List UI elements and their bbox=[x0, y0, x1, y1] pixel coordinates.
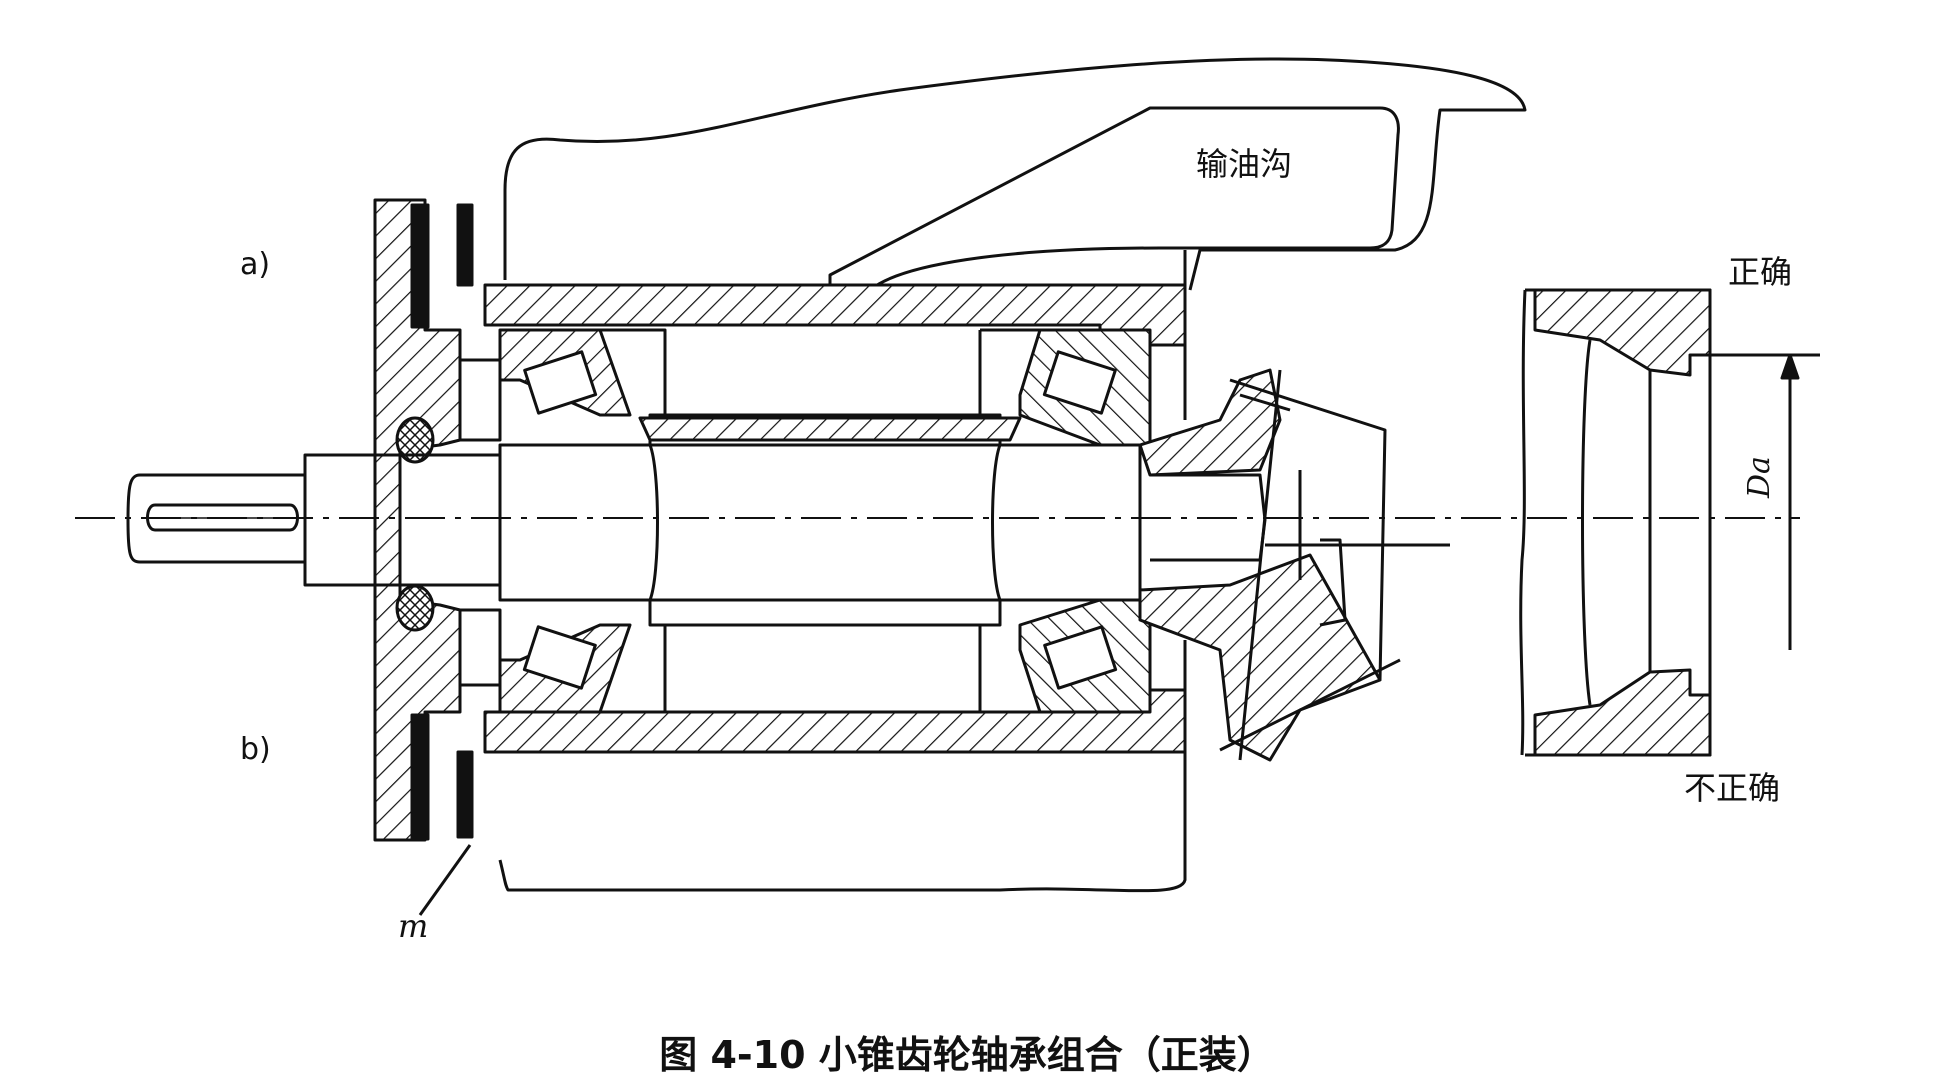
housing-outline-top bbox=[503, 57, 1527, 291]
cover-spacer-bottom bbox=[460, 608, 502, 687]
cover-spacer-top bbox=[460, 358, 502, 442]
cup-detail-bottom bbox=[1533, 668, 1712, 757]
shaft-end-top bbox=[140, 453, 500, 477]
bearing-roller-rb bbox=[1043, 625, 1118, 690]
label-incorrect: 不正确 bbox=[1684, 769, 1781, 807]
label-mark-m: m bbox=[398, 907, 429, 945]
bearing-seat-left bbox=[600, 328, 667, 714]
spacer-sleeve bbox=[638, 416, 1022, 442]
gear-pitch-line-bottom bbox=[1219, 658, 1401, 752]
felt-seal-top bbox=[395, 416, 435, 464]
seal-gasket-top bbox=[410, 203, 430, 329]
bearing-roller-rt bbox=[1042, 350, 1117, 415]
gear-pitch-line-top bbox=[1239, 393, 1291, 412]
shaft-keyway bbox=[146, 503, 299, 532]
cup-inner-cone bbox=[1581, 339, 1652, 706]
pinion-gear bbox=[1138, 368, 1282, 477]
main-shaft bbox=[498, 443, 1142, 602]
felt-seal-bottom bbox=[395, 584, 435, 632]
shaft-center-detail bbox=[648, 444, 1002, 601]
dim-arrow-da bbox=[1780, 353, 1800, 380]
label-variant-b: b) bbox=[240, 732, 271, 767]
seal-gasket-bottom-2 bbox=[456, 750, 474, 839]
cup-wall-left bbox=[1519, 289, 1527, 756]
gear-hub bbox=[1150, 473, 1267, 562]
cup-detail-top bbox=[1533, 288, 1712, 377]
label-correct: 正确 bbox=[1728, 253, 1793, 291]
label-variant-a: a) bbox=[240, 247, 271, 282]
seal-gasket-top-2 bbox=[456, 203, 474, 287]
shaft-neck-bottom bbox=[648, 600, 1002, 627]
housing-outline-bottom bbox=[498, 760, 1187, 893]
pinion-gear-lower bbox=[1138, 553, 1382, 762]
gear-cone-outline bbox=[1229, 369, 1387, 761]
bearing-seat-right bbox=[978, 328, 1040, 714]
label-oil-groove: 输油沟 bbox=[1196, 145, 1293, 183]
seal-gasket-bottom bbox=[410, 713, 430, 841]
bearing-roller-lt bbox=[523, 350, 598, 415]
label-dimension-da: Da bbox=[1742, 456, 1777, 498]
figure-caption: 图 4-10 小锥齿轮轴承组合（正装） bbox=[659, 1033, 1275, 1077]
oil-groove-channel bbox=[828, 106, 1400, 292]
leader-m bbox=[418, 844, 472, 916]
bearing-roller-lb bbox=[522, 625, 597, 690]
shaft-end bbox=[126, 473, 500, 587]
